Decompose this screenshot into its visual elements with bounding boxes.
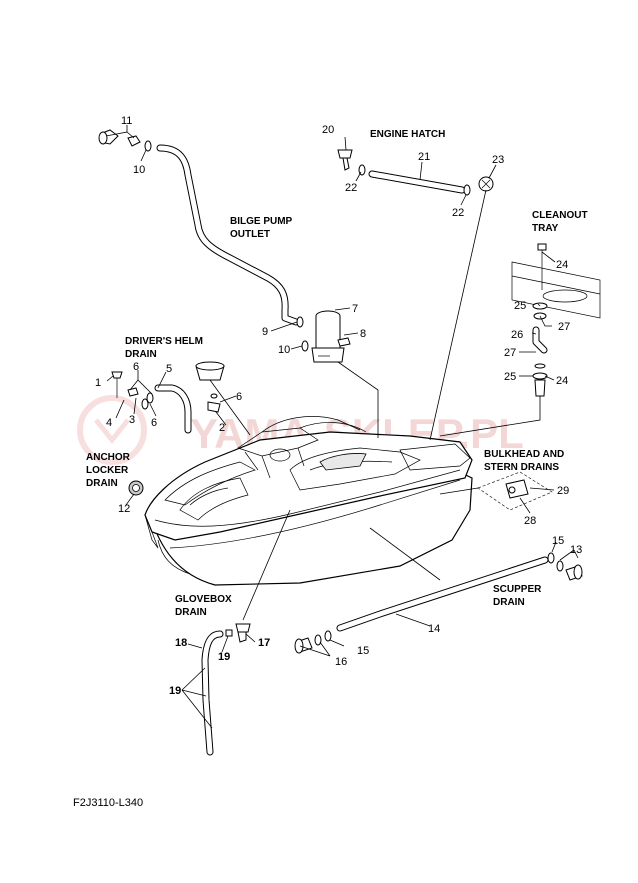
callout-6: 6 <box>133 361 139 373</box>
callout-6: 6 <box>236 391 242 403</box>
bilge-pump-outlet-label-line1: BILGE PUMP <box>230 216 293 227</box>
callout-2: 2 <box>219 422 225 434</box>
callout-13: 13 <box>570 544 582 556</box>
figure-code: F2J3110-L340 <box>73 797 143 809</box>
callout-12: 12 <box>118 503 130 515</box>
callout-22: 22 <box>345 182 357 194</box>
glovebox-drain <box>201 623 251 756</box>
bilge-pump-outlet-label-line2: OUTLET <box>230 229 270 240</box>
callout-8: 8 <box>360 328 366 340</box>
drivers-helm-drain <box>111 361 225 434</box>
scupper-drain-label-line2: DRAIN <box>493 597 525 608</box>
callout-10: 10 <box>133 164 145 176</box>
callout-10: 10 <box>278 344 290 356</box>
callout-27: 27 <box>558 321 570 333</box>
callout-6: 6 <box>151 417 157 429</box>
callout-26: 26 <box>511 329 523 341</box>
callout-1: 1 <box>95 377 101 389</box>
cleanout-tray-label-line2: TRAY <box>532 223 559 234</box>
callout-14: 14 <box>428 623 440 635</box>
callout-15: 15 <box>552 535 564 547</box>
callout-21: 21 <box>418 151 430 163</box>
callout-3: 3 <box>129 414 135 426</box>
callout-29: 29 <box>557 485 569 497</box>
callout-numbers: 11 10 9 10 7 8 20 22 21 22 23 24 25 27 2… <box>95 115 582 697</box>
scupper-drain-label-line1: SCUPPER <box>493 584 542 595</box>
callout-16: 16 <box>335 656 347 668</box>
callout-19: 19 <box>169 685 181 697</box>
callout-25: 25 <box>504 371 516 383</box>
callout-22: 22 <box>452 207 464 219</box>
callout-18: 18 <box>175 637 187 649</box>
glovebox-drain-label-line1: GLOVEBOX <box>175 594 232 605</box>
cleanout-tray-label-line1: CLEANOUT <box>532 210 588 221</box>
callout-27: 27 <box>504 347 516 359</box>
callout-25: 25 <box>514 300 526 312</box>
engine-hatch-drain <box>337 149 494 196</box>
leader-lines <box>105 125 579 729</box>
callout-15: 15 <box>357 645 369 657</box>
callout-19: 19 <box>218 651 230 663</box>
drivers-helm-drain-label-line2: DRAIN <box>125 349 157 360</box>
callout-11: 11 <box>121 115 132 127</box>
glovebox-drain-label-line2: DRAIN <box>175 607 207 618</box>
callout-5: 5 <box>166 363 172 375</box>
scupper-drain <box>294 552 583 654</box>
bulkhead-stern-drains-label-line2: STERN DRAINS <box>484 462 559 473</box>
bilge-pump <box>311 310 351 363</box>
engine-hatch-label: ENGINE HATCH <box>370 129 445 140</box>
callout-4: 4 <box>106 417 112 429</box>
boat-hull <box>144 416 473 586</box>
callout-20: 20 <box>322 124 334 136</box>
bulkhead-drain <box>477 471 553 511</box>
callout-7: 7 <box>352 303 358 315</box>
bulkhead-stern-drains-label-line1: BULKHEAD AND <box>484 449 564 460</box>
drivers-helm-drain-label-line1: DRIVER'S HELM <box>125 336 203 347</box>
anchor-locker-drain-label-line3: DRAIN <box>86 478 118 489</box>
bilge-outlet-fitting <box>98 129 152 152</box>
callout-24: 24 <box>556 259 568 271</box>
callout-17: 17 <box>258 637 270 649</box>
callout-28: 28 <box>524 515 536 527</box>
bilge-pump-hose <box>156 144 300 326</box>
callout-23: 23 <box>492 154 504 166</box>
anchor-locker-fitting <box>128 480 144 496</box>
callout-24: 24 <box>556 375 568 387</box>
callout-9: 9 <box>262 326 268 338</box>
anchor-locker-drain-label-line2: LOCKER <box>86 465 129 476</box>
anchor-locker-drain-label-line1: ANCHOR <box>86 452 131 463</box>
